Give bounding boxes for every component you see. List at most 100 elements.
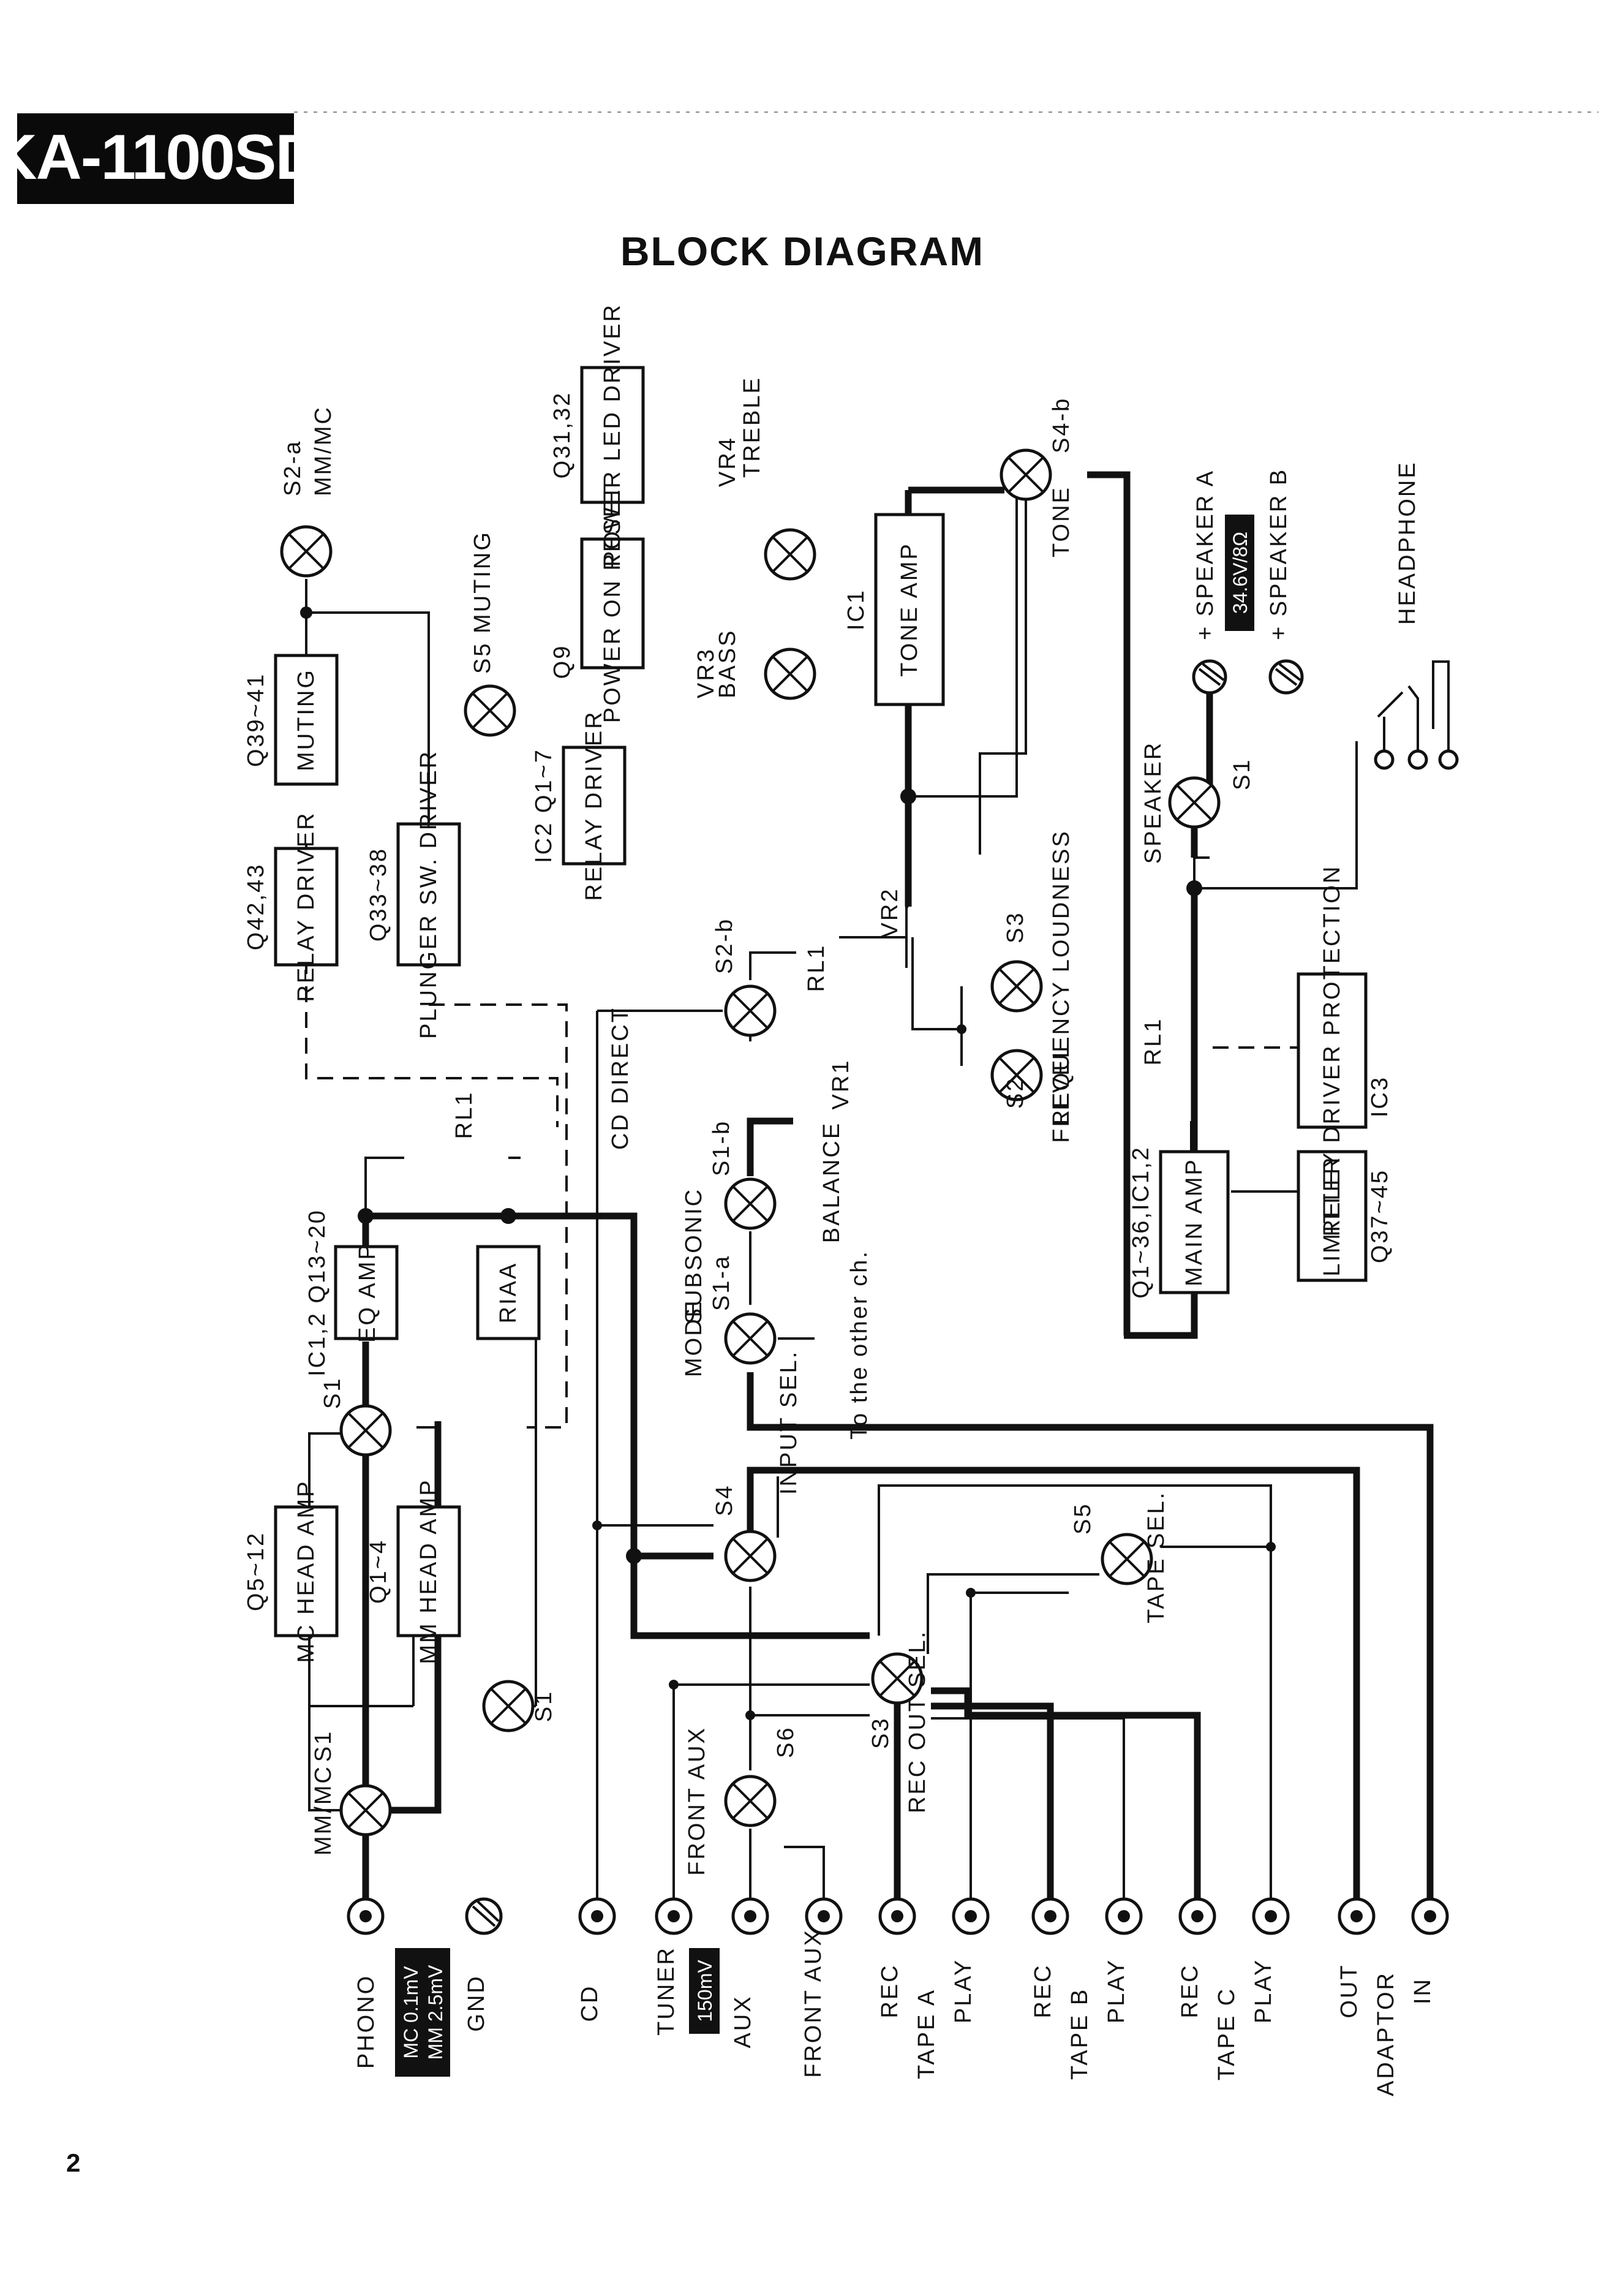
phono-level-badge [395,1948,450,2077]
switch-bass [764,648,816,700]
label-s4b: S4-b [1049,397,1074,453]
label-speaker-b: + SPEAKER B [1266,468,1292,640]
ref-q5-12: Q5~12 [243,1531,269,1611]
label-gnd: GND [464,1974,489,2031]
label-s1-mid: S1 [531,1690,557,1722]
main-amp-label: MAIN AMP [1181,1158,1207,1286]
label-s1a: S1-a [709,1255,734,1311]
label-loudness: FREQUENCY LOUDNESS [1049,829,1074,1143]
label-front-aux: FRONT AUX [800,1928,826,2078]
label-phono: PHONO [353,1974,379,2069]
label-s5-tape: S5 [1070,1503,1096,1535]
jack-tape-a-rec [878,1897,916,1935]
label-input-sel: INPUT SEL. [776,1350,802,1495]
label-s1-phono: S1 [311,1730,336,1762]
junction-dots [300,606,1276,1720]
label-tape-b: TAPE B [1067,1988,1093,2080]
switch-s3-rec-out [871,1652,924,1705]
ref-q33-38: Q33~38 [366,847,391,942]
model-badge-text: KA-1100SD [0,122,320,193]
power-on-reset-label: POWER ON RESET [600,484,625,723]
tone-amp-block [874,513,945,706]
switch-s3-loudness [990,960,1043,1013]
label-s1-spk: S1 [1229,758,1255,790]
label-mc-level: MC 0.1mV [400,1966,422,2059]
label-speaker-a: + SPEAKER A [1192,469,1218,640]
label-s4: S4 [712,1484,737,1516]
relay-driver-left-label: RELAY DRIVER [293,811,319,1002]
jack-adaptor-out [1338,1897,1376,1935]
relay-driver-protection-block [1297,972,1368,1129]
switch-treble [764,528,816,581]
switch-s1-mid [482,1680,535,1732]
label-mm-mc: MM/MC [311,1765,336,1856]
label-tape-c: TAPE C [1214,1987,1240,2080]
label-balance: BALANCE [819,1122,845,1243]
label-s2a-sub: MM/MC [311,406,336,496]
speaker-terminals [1192,659,1459,770]
jack-cd [578,1897,616,1935]
jack-tape-c-play [1252,1897,1290,1935]
headphone-jack-icon [1374,660,1459,770]
terminal-speaker-b [1268,659,1304,695]
label-adaptor-out: OUT [1336,1963,1362,2018]
label-bass: BASS [715,629,740,698]
switch-s2-level [990,1049,1043,1101]
jack-adaptor-in [1411,1897,1449,1935]
label-s3: S3 [868,1717,894,1749]
ref-ic2-q1: IC2 Q1~7 [531,748,557,863]
switch-s1b [724,1177,777,1230]
jack-tape-b-play [1105,1897,1143,1935]
terminal-speaker-a [1192,659,1227,695]
ref-ic3: IC3 [1367,1076,1393,1117]
label-cd: CD [577,1985,603,2022]
relay-driver-center-label: RELAY DRIVER [581,710,607,901]
relay-protect-label: RELEY DRIVER PROTECTION [1319,865,1345,1237]
label-tape-a: TAPE A [914,1988,940,2079]
label-tape-a-play: PLAY [951,1958,976,2023]
label-s3-loud: S3 [1003,912,1028,943]
label-s2a: S2-a [280,440,306,496]
label-s1-eq: S1 [320,1377,345,1409]
switch-s5-tape [1101,1533,1153,1585]
ref-q1-4: Q1~4 [366,1539,391,1604]
ref-q39-41: Q39~41 [243,673,269,767]
power-led-driver-block [580,366,645,504]
label-tape-a-rec: REC [877,1963,903,2018]
label-cd-direct: CD DIRECT [608,1006,633,1150]
label-tape-c-play: PLAY [1251,1958,1276,2023]
label-s2b: S2-b [712,918,737,974]
jack-aux [731,1897,769,1935]
label-to-other-ch: To the other ch. [846,1250,872,1440]
mc-head-amp-block [274,1505,339,1637]
label-rl1-center: RL1 [804,944,829,992]
label-aux: AUX [730,1995,756,2048]
jack-phono [347,1897,385,1935]
label-tape-b-rec: REC [1030,1963,1056,2018]
label-tuner: TUNER [653,1946,679,2036]
label-vr2: VR2 [877,888,903,938]
label-treble: TREBLE [739,376,765,478]
label-speaker: SPEAKER [1140,741,1166,864]
label-headphone: HEADPHONE [1395,461,1420,625]
switch-s4-input [724,1530,777,1582]
label-rec-out-sel: REC OUT SEL. [905,1630,930,1813]
label-mode: MODE [681,1300,707,1377]
labels: MC HEAD AMP MM HEAD AMP EQ AMP RIAA RELA… [243,303,1436,2096]
label-s1b: S1-b [709,1120,734,1176]
label-front-aux-sw: FRONT AUX [684,1726,710,1876]
label-mm-level: MM 2.5mV [424,1965,446,2060]
main-amp-block [1159,1150,1230,1294]
limitter-block [1297,1150,1368,1282]
plunger-driver-block [396,822,461,967]
label-level: LEVEL [1049,1043,1074,1125]
relay-driver-center-block [562,746,627,866]
switch-s6-front-aux [724,1775,777,1827]
switch-s4b-tone [1000,448,1052,501]
label-tape-c-rec: REC [1177,1963,1203,2018]
ref-q37-45: Q37~45 [1367,1169,1393,1263]
jack-front-aux [805,1897,843,1935]
mm-head-amp-block [396,1505,461,1637]
switch-s5-muting [464,684,516,737]
